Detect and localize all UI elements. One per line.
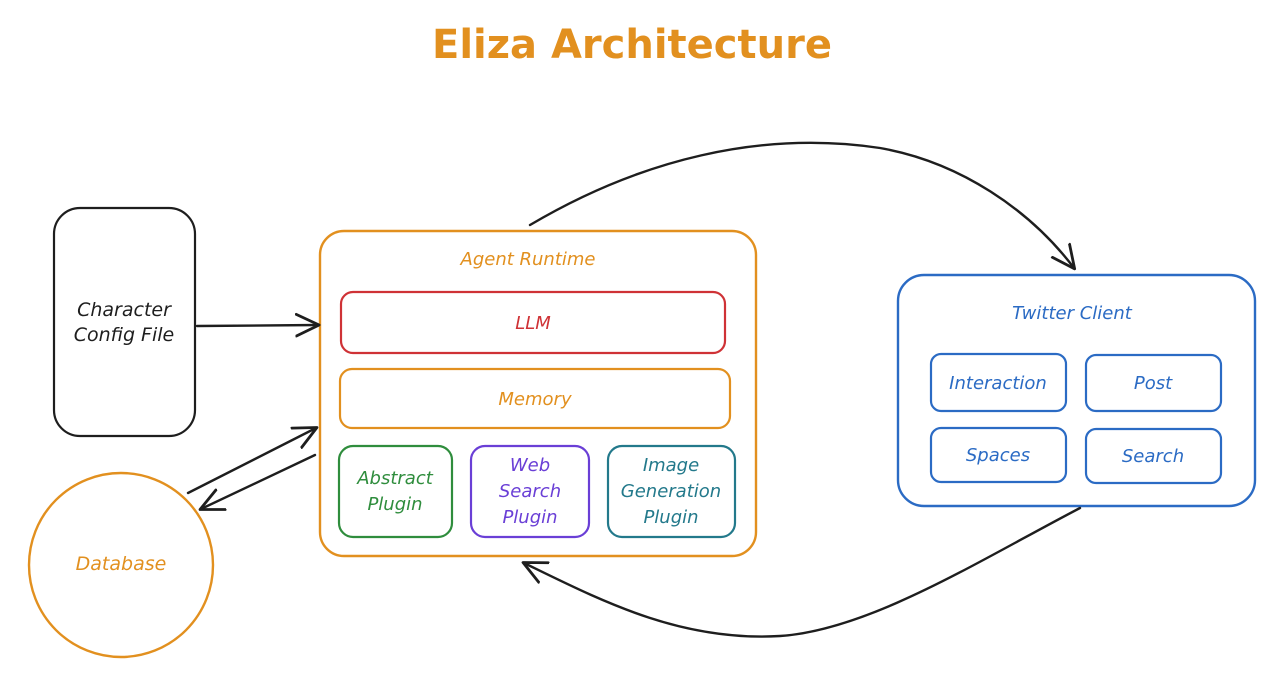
image-generation-plugin-label-line3: Plugin (643, 507, 698, 528)
image-generation-plugin-label-line1: Image (643, 455, 699, 476)
post-box (1084, 353, 1223, 413)
abstract-plugin-box (337, 444, 454, 539)
agent-runtime-title: Agent Runtime (460, 249, 596, 270)
database-node: Database (27, 471, 215, 659)
web-search-plugin-box (469, 444, 591, 539)
agent-runtime-node: Agent Runtime LLM Memory Abstract Plugin… (318, 229, 758, 558)
web-search-plugin-label-line2: Search (499, 481, 561, 502)
search-box (1084, 427, 1223, 485)
twitter-client-node: Twitter Client Interaction Post Spaces S… (896, 273, 1257, 508)
image-generation-plugin-label-line2: Generation (621, 481, 721, 502)
web-search-plugin-label-line1: Web (510, 455, 550, 476)
interaction-label: Interaction (949, 373, 1047, 394)
arrow-database-to-runtime (186, 428, 316, 495)
arrow-runtime-to-twitter (528, 141, 1074, 268)
database-circle (27, 471, 215, 659)
agent-runtime-box (318, 229, 758, 558)
arrow-runtime-to-database (201, 453, 317, 509)
character-config-label-line1: Character (77, 299, 172, 321)
diagram-title: Eliza Architecture (432, 22, 832, 68)
spaces-label: Spaces (966, 445, 1030, 466)
llm-label: LLM (515, 313, 551, 334)
abstract-plugin-label-line2: Plugin (367, 494, 422, 515)
memory-label: Memory (498, 389, 572, 410)
arrow-config-to-runtime (195, 325, 318, 326)
web-search-plugin-label-line3: Plugin (502, 507, 557, 528)
abstract-plugin-label-line1: Abstract (356, 468, 434, 489)
character-config-box (52, 206, 197, 438)
character-config-node: Character Config File (52, 206, 197, 438)
twitter-client-title: Twitter Client (1012, 303, 1133, 324)
search-label: Search (1122, 446, 1184, 467)
memory-box (338, 367, 732, 430)
arrow-twitter-to-runtime (524, 506, 1082, 638)
character-config-label-line2: Config File (74, 324, 174, 346)
interaction-box (929, 352, 1068, 413)
twitter-client-box (896, 273, 1257, 508)
llm-box (339, 290, 727, 355)
database-label: Database (76, 553, 167, 575)
image-generation-plugin-box (606, 444, 737, 539)
spaces-box (929, 426, 1068, 484)
post-label: Post (1134, 373, 1173, 394)
